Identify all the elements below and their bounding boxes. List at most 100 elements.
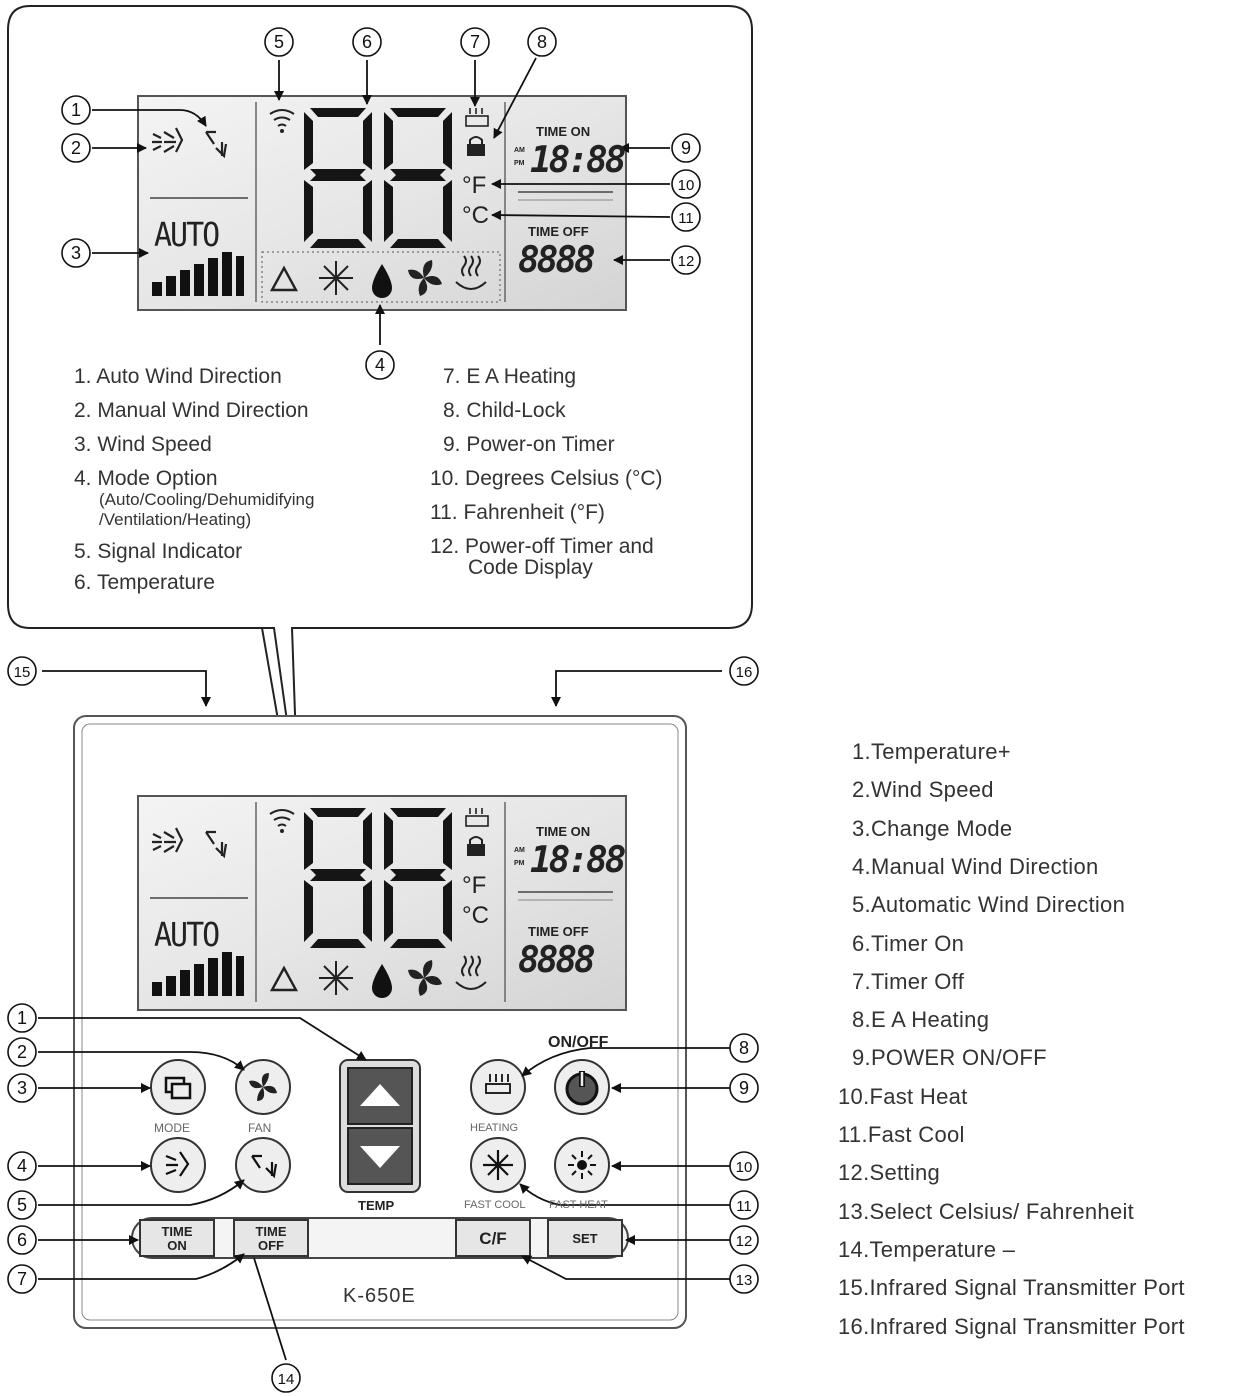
fast-cool-button[interactable]	[471, 1138, 525, 1192]
button-legend-number: 1.	[852, 739, 871, 764]
time-off-value-bottom: 8888	[518, 940, 596, 981]
display-callout-number: 3	[71, 243, 81, 263]
display-callout-circle	[264, 27, 294, 57]
time-off-button-label-1: TIME	[255, 1224, 287, 1239]
display-callout-number: 1	[71, 100, 81, 120]
fahrenheit-unit-bottom: °F	[462, 872, 487, 899]
time-on-label-bottom: TIME ON	[536, 824, 591, 839]
heating-button[interactable]	[471, 1060, 525, 1114]
button-legend-number: 10.	[838, 1083, 870, 1109]
button-legend-text: Manual Wind Direction	[870, 853, 1099, 879]
display-callout-number: 12	[678, 253, 695, 270]
set-button[interactable]: SET	[572, 1231, 598, 1246]
time-on-value-bottom: 18:88	[530, 840, 626, 881]
display-callout-circle	[671, 133, 701, 163]
display-legend-item-10: 10. Degrees Celsius (°C)	[430, 467, 663, 490]
manual-wind-button[interactable]	[151, 1138, 205, 1192]
time-off-button-label-2: OFF	[258, 1238, 284, 1253]
button-callout-number: 14	[278, 1371, 295, 1388]
button-legend-number: 12.	[838, 1160, 870, 1186]
button-callout-circle	[7, 1073, 37, 1103]
on-off-label: ON/OFF	[548, 1034, 609, 1051]
model-label: K-650E	[343, 1285, 416, 1307]
display-callout-circle	[61, 133, 91, 163]
button-graphics	[131, 1059, 629, 1259]
display-callout-circle	[61, 238, 91, 268]
fan-button[interactable]	[236, 1060, 290, 1114]
button-legend-number: 3.	[852, 815, 871, 841]
button-callout-circle	[271, 1363, 301, 1393]
fan-auto-label-top: AUTO	[154, 216, 220, 255]
button-legend-item: 10.Fast Heat	[838, 1083, 968, 1109]
auto-wind-button[interactable]	[236, 1138, 290, 1192]
button-legend-number: 2.	[852, 777, 871, 803]
button-legend-number: 14.	[838, 1236, 870, 1262]
celsius-unit-bottom: °C	[462, 902, 489, 929]
button-legend-text: Wind Speed	[870, 777, 994, 803]
button-callout-circle	[7, 656, 37, 686]
fast-heat-button[interactable]	[555, 1138, 609, 1192]
button-callout-circle	[7, 1037, 37, 1067]
fast-heat-label: FAST HEAT	[549, 1199, 608, 1211]
button-legend-number: 9.	[852, 1045, 871, 1071]
button-legend-text: Timer Off	[870, 968, 965, 994]
lcd-display-top	[136, 94, 628, 312]
am-label-bottom: AM	[514, 847, 525, 854]
button-legend-item: 5.Automatic Wind Direction	[852, 894, 1125, 916]
display-callout-number: 11	[678, 210, 694, 227]
fan-button-label: FAN	[248, 1121, 272, 1135]
display-callout-number: 6	[362, 32, 372, 52]
display-callout-circle	[671, 245, 701, 275]
button-legend-number: 8.	[852, 1007, 871, 1033]
time-on-button-label-1: TIME	[161, 1224, 193, 1239]
button-callout-circle	[729, 1033, 759, 1063]
display-callout-circle	[365, 350, 395, 380]
mode-option-detail-1: (Auto/Cooling/Dehumidifying	[99, 490, 315, 509]
mode-option-detail-2: /Ventilation/Heating)	[99, 510, 252, 529]
display-legend-item-8: 8. Child-Lock	[443, 399, 566, 422]
power-button[interactable]	[555, 1060, 609, 1114]
button-legend-item: 3.Change Mode	[852, 815, 1012, 841]
temp-down-button[interactable]	[348, 1128, 412, 1184]
fan-auto-label-bottom: AUTO	[154, 916, 220, 955]
time-on-button[interactable]: TIME ON	[140, 1222, 214, 1256]
button-legend-number: 7.	[852, 968, 871, 994]
button-callout-circle	[7, 1003, 37, 1033]
button-callout-number: 6	[17, 1230, 27, 1250]
button-legend-text: POWER ON/OFF	[870, 1045, 1047, 1071]
button-legend-text: E A Heating	[870, 1007, 990, 1033]
display-legend-item-4: 4. Mode Option	[74, 467, 218, 490]
am-label-top: AM	[514, 147, 525, 154]
button-callout-number: 4	[17, 1156, 27, 1176]
button-legend-item: 15.Infrared Signal Transmitter Port	[838, 1277, 1185, 1299]
time-on-button-label-2: ON	[167, 1238, 187, 1253]
button-legend-number: 5.	[852, 892, 871, 918]
time-on-value-top: 18:88	[530, 140, 626, 181]
mode-button[interactable]	[151, 1060, 205, 1114]
button-legend-item: 9.POWER ON/OFF	[852, 1047, 1047, 1069]
button-callout-number: 13	[736, 1272, 753, 1289]
display-callout-number: 10	[678, 177, 695, 194]
display-legend-item-1: 1. Auto Wind Direction	[74, 365, 282, 388]
temp-up-button[interactable]	[348, 1068, 412, 1124]
time-off-button[interactable]: TIME OFF	[234, 1222, 308, 1256]
display-legend-item-11: 11. Fahrenheit (°F)	[430, 501, 605, 524]
fast-cool-label: FAST COOL	[464, 1199, 526, 1211]
button-callout-number: 8	[739, 1038, 749, 1058]
cf-button[interactable]: C/F	[479, 1229, 507, 1248]
time-on-label-top: TIME ON	[536, 124, 591, 139]
button-legend-item: 2.Wind Speed	[852, 779, 994, 801]
button-legend-number: 4.	[852, 853, 871, 879]
button-legend-number: 13.	[838, 1198, 870, 1224]
temp-label: TEMP	[358, 1198, 395, 1213]
display-callout-circle	[671, 169, 701, 199]
button-callout-number: 7	[17, 1269, 27, 1289]
display-callout-circle	[671, 202, 701, 232]
button-legend-item: 4.Manual Wind Direction	[852, 853, 1099, 879]
button-callout-number: 1	[17, 1008, 27, 1028]
celsius-unit-top: °C	[462, 202, 489, 229]
button-legend-text: Automatic Wind Direction	[870, 892, 1126, 918]
button-legend-item: 8.E A Heating	[852, 1009, 989, 1031]
mode-button-label: MODE	[154, 1121, 190, 1135]
heating-button-label: HEATING	[470, 1122, 519, 1134]
